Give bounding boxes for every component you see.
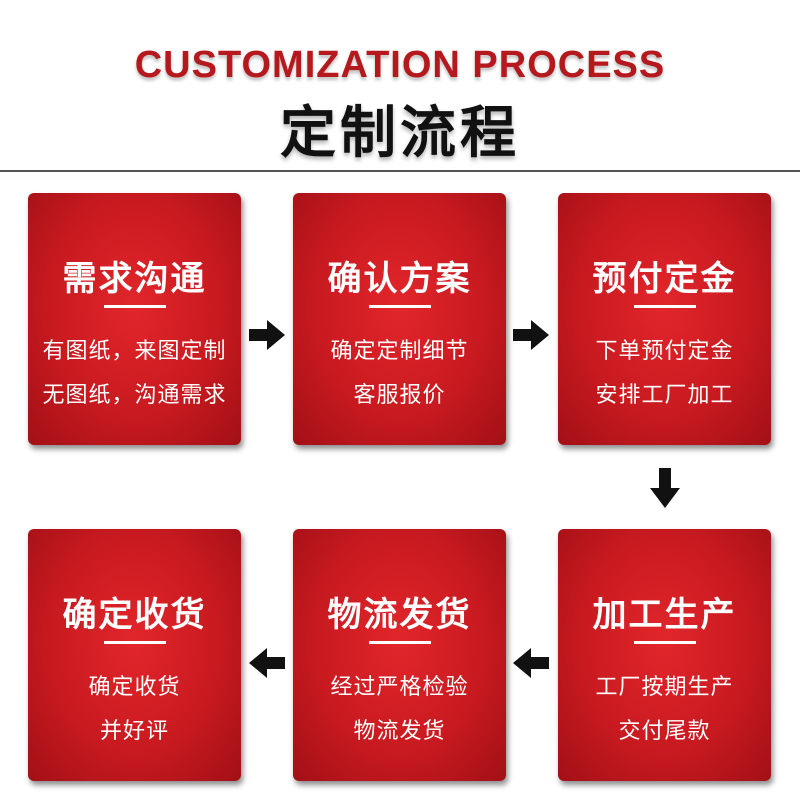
step-desc-line1: 经过严格检验 [330,675,469,700]
step-card-2: 确认方案 确定定制细节 客服报价 [293,193,506,445]
step-card-3: 预付定金 下单预付定金 安排工厂加工 [558,193,771,445]
step-desc-line2: 客服报价 [353,383,446,408]
step-desc-line2: 交付尾款 [618,719,711,744]
step-card-4: 加工生产 工厂按期生产 交付尾款 [558,529,771,781]
step-desc-line1: 有图纸，来图定制 [42,339,227,364]
step-underline [634,641,696,644]
step-desc-line2: 无图纸，沟通需求 [42,383,227,408]
step-title: 确定收货 [62,595,207,635]
title-english: CUSTOMIZATION PROCESS [134,44,666,86]
step-desc-line2: 物流发货 [353,719,446,744]
step-desc-line1: 确定定制细节 [330,339,469,364]
step-desc-line1: 下单预付定金 [595,339,734,364]
step-desc-line2: 安排工厂加工 [595,383,734,408]
step-title: 确认方案 [327,259,472,299]
step-underline [634,305,696,308]
title-chinese: 定制流程 [280,101,520,166]
step-desc-line2: 并好评 [99,719,169,744]
step-title: 物流发货 [327,595,472,635]
header-divider [0,170,800,172]
step-desc-line1: 确定收货 [88,675,181,700]
step-title: 需求沟通 [62,259,207,299]
step-card-5: 物流发货 经过严格检验 物流发货 [293,529,506,781]
step-underline [369,641,431,644]
step-underline [369,305,431,308]
step-title: 预付定金 [592,259,737,299]
step-underline [104,641,166,644]
step-desc-line1: 工厂按期生产 [595,675,734,700]
step-title: 加工生产 [592,595,737,635]
step-card-6: 确定收货 确定收货 并好评 [28,529,241,781]
step-card-1: 需求沟通 有图纸，来图定制 无图纸，沟通需求 [28,193,241,445]
step-underline [104,305,166,308]
